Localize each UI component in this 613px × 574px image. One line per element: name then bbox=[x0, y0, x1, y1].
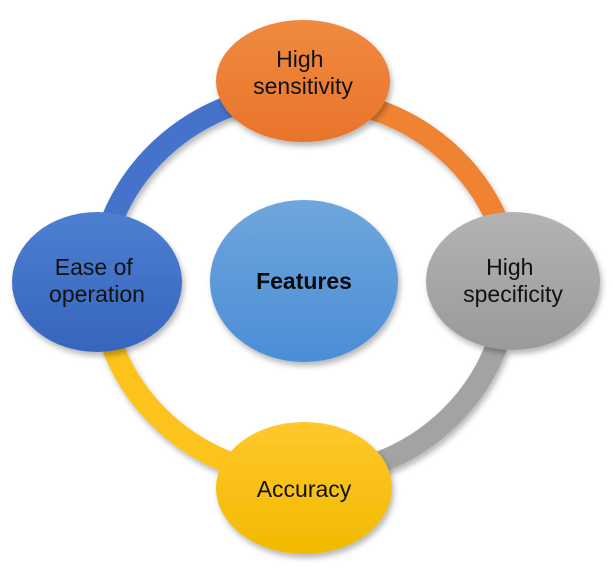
center-node-features: Features bbox=[210, 200, 398, 362]
node-label-line: specificity bbox=[463, 281, 563, 307]
node-high-specificity: High specificity bbox=[426, 212, 600, 350]
node-label-line: operation bbox=[49, 281, 145, 307]
node-label-line: Ease of bbox=[55, 254, 134, 280]
node-accuracy: Accuracy bbox=[216, 422, 392, 554]
node-label-line: sensitivity bbox=[253, 73, 353, 99]
node-label: Ease of operation bbox=[49, 254, 145, 307]
node-ellipse bbox=[216, 422, 392, 554]
node-ellipse bbox=[426, 212, 600, 350]
node-ellipse bbox=[12, 212, 182, 352]
node-label: Accuracy bbox=[257, 476, 352, 502]
center-ellipse bbox=[210, 200, 398, 362]
arc-specificity-to-accuracy bbox=[373, 340, 508, 474]
arc-ease-to-sensitivity bbox=[101, 93, 240, 225]
node-label: High specificity bbox=[463, 254, 563, 307]
arc-sensitivity-to-specificity bbox=[366, 97, 508, 225]
arc-accuracy-to-ease bbox=[101, 341, 235, 474]
node-label: High sensitivity bbox=[253, 46, 353, 99]
node-label-line: High bbox=[486, 254, 533, 280]
connector-arcs bbox=[101, 93, 508, 474]
center-label: Features bbox=[256, 268, 352, 294]
node-ellipse bbox=[216, 20, 390, 142]
node-label-line: Accuracy bbox=[257, 476, 352, 502]
node-label-line: High bbox=[276, 46, 323, 72]
node-high-sensitivity: High sensitivity bbox=[216, 20, 390, 142]
node-ease-of-operation: Ease of operation bbox=[12, 212, 182, 352]
